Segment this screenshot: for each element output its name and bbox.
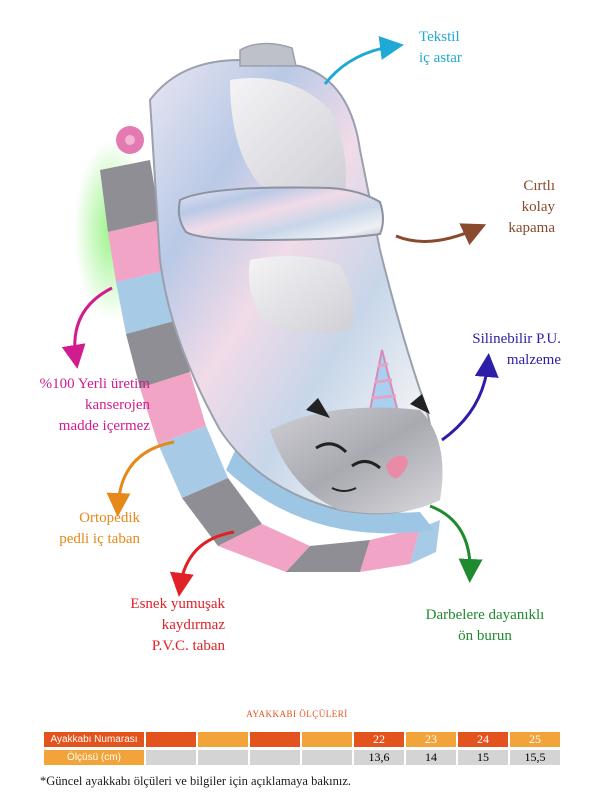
callout-toe: Darbelere dayanıklı ön burun: [415, 605, 555, 647]
callout-toe-line2: ön burun: [458, 628, 512, 644]
length-cell: 15: [458, 750, 508, 765]
size-cell: [198, 732, 248, 747]
size-cell: [250, 732, 300, 747]
inner-sole: [248, 256, 354, 334]
callout-local: %100 Yerli üretim kanserojen madde içerm…: [25, 374, 150, 437]
callout-sole-line2: kaydırmaz: [161, 617, 225, 633]
glitter-toe: [270, 407, 443, 514]
length-cell: 15,5: [510, 750, 560, 765]
callout-closure-line1: Cırtlı: [523, 178, 555, 194]
length-cell: [198, 750, 248, 765]
callout-local-line2: kanserojen: [85, 397, 150, 413]
heel-tab: [239, 42, 297, 67]
callout-insole-line2: pedli iç taban: [59, 531, 140, 547]
velcro-strap: [177, 186, 384, 242]
size-table: Ayakkabı Numarası 22 23 24 25 Ölçüsü (cm…: [42, 729, 562, 768]
length-row: Ölçüsü (cm) 13,6 14 15 15,5: [44, 750, 560, 765]
callout-material-line2: malzeme: [506, 352, 561, 368]
length-cell: 13,6: [354, 750, 404, 765]
shoe-illustration: [74, 42, 443, 572]
size-cell: 22: [354, 732, 404, 747]
size-cell: 24: [458, 732, 508, 747]
size-cell: [146, 732, 196, 747]
length-row-header: Ölçüsü (cm): [44, 750, 144, 765]
callout-lining-line2: iç astar: [419, 50, 462, 66]
callout-local-line3: madde içermez: [58, 418, 150, 434]
callout-lining-line1: Tekstil: [419, 29, 460, 45]
callout-closure-line3: kapama: [508, 220, 555, 236]
size-row-header: Ayakkabı Numarası: [44, 732, 144, 747]
size-cell: 25: [510, 732, 560, 747]
callout-insole: Ortopedik pedli iç taban: [30, 508, 140, 550]
size-table-title: AYAKKABI ÖLÇÜLERİ: [246, 709, 348, 719]
callout-material: Silinebilir P.U. malzeme: [446, 329, 561, 371]
length-cell: [250, 750, 300, 765]
length-cell: 14: [406, 750, 456, 765]
inner-lining: [230, 78, 346, 194]
size-cell: 23: [406, 732, 456, 747]
callout-insole-line1: Ortopedik: [79, 510, 140, 526]
callout-sole-line3: P.V.C. taban: [151, 638, 225, 654]
size-row: Ayakkabı Numarası 22 23 24 25: [44, 732, 560, 747]
length-cell: [146, 750, 196, 765]
callout-lining: Tekstil iç astar: [419, 27, 462, 69]
size-cell: [302, 732, 352, 747]
callout-closure-line2: kolay: [521, 199, 555, 215]
length-cell: [302, 750, 352, 765]
callout-sole-line1: Esnek yumuşak: [130, 596, 225, 612]
callout-local-line1: %100 Yerli üretim: [39, 376, 150, 392]
callout-closure: Cırtlı kolay kapama: [480, 176, 555, 239]
footnote: *Güncel ayakkabı ölçüleri ve bilgiler iç…: [40, 774, 351, 788]
callout-material-line1: Silinebilir P.U.: [472, 331, 561, 347]
callout-sole: Esnek yumuşak kaydırmaz P.V.C. taban: [105, 594, 225, 657]
callout-toe-line1: Darbelere dayanıklı: [425, 607, 545, 623]
